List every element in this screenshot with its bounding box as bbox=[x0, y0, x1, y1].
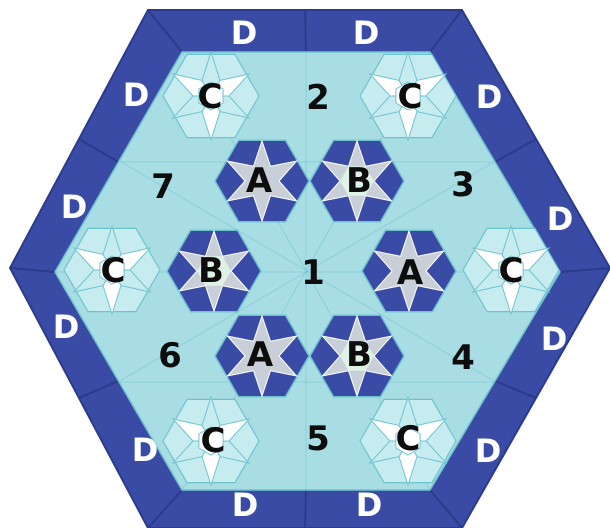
block-label-a-bottom: A bbox=[247, 335, 274, 375]
border-label-d-11: D bbox=[232, 486, 259, 524]
border-label-d-4: D bbox=[476, 78, 503, 116]
border-label-d-3: D bbox=[123, 76, 150, 114]
block-label-b-left: B bbox=[198, 251, 224, 291]
border-label-d-9: D bbox=[132, 431, 159, 469]
block-label-c-left: C bbox=[101, 251, 126, 291]
border-seam bbox=[305, 10, 306, 52]
block-label-c-top-left: C bbox=[198, 77, 223, 117]
border-label-d-7: D bbox=[53, 308, 80, 346]
zone-label-7: 7 bbox=[151, 167, 175, 207]
block-label-c-top-right: C bbox=[398, 77, 423, 117]
border-label-d-12: D bbox=[356, 486, 383, 524]
block-label-c-right: C bbox=[499, 251, 524, 291]
border-label-d-1: D bbox=[231, 14, 258, 52]
border-label-d-2: D bbox=[353, 14, 380, 52]
border-label-d-10: D bbox=[475, 432, 502, 470]
block-label-a-right: A bbox=[397, 253, 424, 293]
zone-label-6: 6 bbox=[158, 336, 182, 376]
block-label-c-bottom-left: C bbox=[201, 421, 226, 461]
block-label-a-top: A bbox=[246, 161, 273, 201]
border-label-d-5: D bbox=[61, 188, 88, 226]
zone-label-1: 1 bbox=[301, 253, 325, 293]
block-label-c-bottom-right: C bbox=[396, 419, 421, 459]
border-seam bbox=[305, 490, 306, 528]
zone-label-2: 2 bbox=[306, 78, 330, 118]
border-label-d-6: D bbox=[547, 200, 574, 238]
border-label-d-8: D bbox=[541, 320, 568, 358]
zone-label-4: 4 bbox=[451, 338, 475, 378]
zone-label-5: 5 bbox=[306, 419, 330, 459]
block-label-b-top: B bbox=[346, 161, 372, 201]
block-label-b-bottom: B bbox=[346, 335, 372, 375]
zone-label-3: 3 bbox=[451, 165, 475, 205]
